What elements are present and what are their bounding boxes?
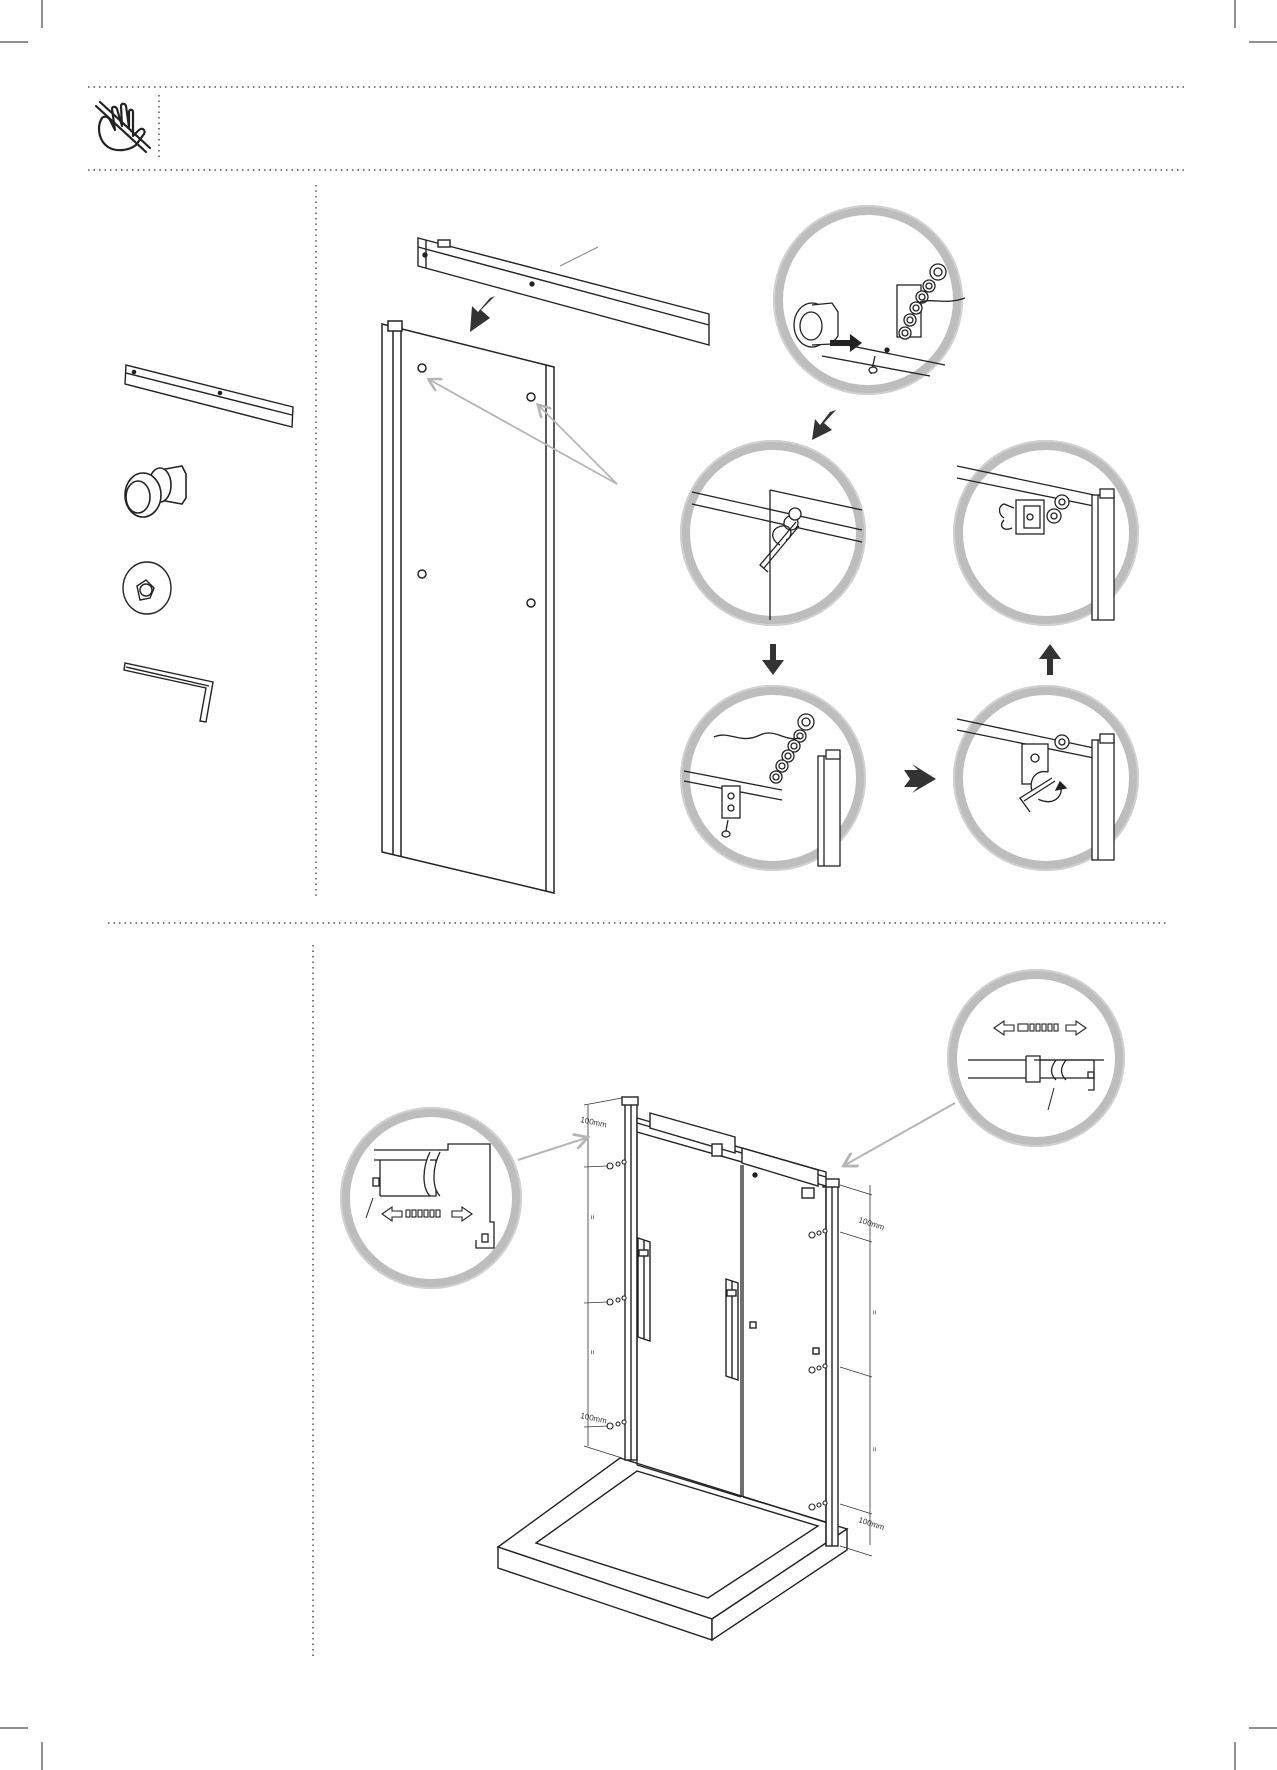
dim-right-top: 100mm [857, 1215, 885, 1232]
insert-arrow-icon [470, 296, 495, 332]
wall-profile-left [622, 1097, 638, 1460]
glass-panel [382, 321, 554, 893]
shower-tray [498, 1458, 847, 1640]
equal-mark-right-1: = [870, 1310, 879, 1315]
equal-mark-left-1: = [588, 1215, 597, 1220]
profile-adjust-detail-right [948, 970, 1124, 1146]
fixing-detail-4 [954, 686, 1138, 870]
allen-key-icon [124, 663, 213, 722]
flow-arrow-up [1039, 644, 1061, 675]
cap-washer-icon [123, 562, 171, 614]
dim-right-bottom: 100mm [857, 1515, 885, 1532]
fixing-detail-2 [681, 441, 865, 625]
no-bare-hands-icon [96, 102, 150, 152]
fixing-detail-5 [954, 441, 1138, 625]
header-frame [88, 87, 1188, 170]
flow-arrow-right [904, 764, 936, 793]
dim-left-top: 100mm [580, 1115, 608, 1129]
top-rail-bar-icon [125, 365, 293, 427]
fixing-detail-1 [774, 206, 965, 394]
door-handles [638, 1238, 819, 1380]
assembled-top-rail [637, 1113, 826, 1198]
wall-screws-right [809, 1229, 827, 1510]
top-rail [418, 238, 709, 345]
profile-adjust-detail-left [341, 1108, 521, 1288]
equal-mark-left-2: = [588, 1350, 597, 1355]
dim-left-bottom: 100mm [580, 1411, 608, 1425]
fixing-detail-3 [681, 686, 865, 870]
flow-arrow-down-left [812, 410, 836, 440]
roller-knob-icon [125, 466, 186, 517]
flow-arrow-down [762, 644, 784, 675]
wall-screws-left [607, 1160, 626, 1429]
equal-mark-right-2: = [870, 1447, 879, 1452]
